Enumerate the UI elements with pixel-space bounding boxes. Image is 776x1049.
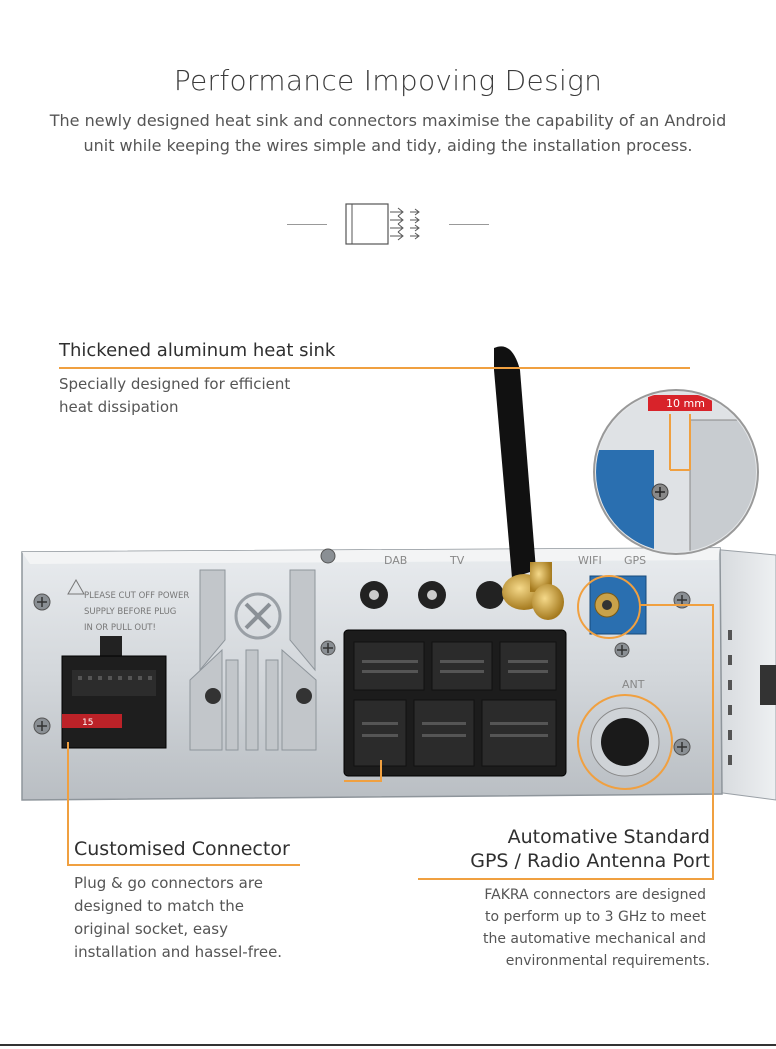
warning-line-3: IN OR PULL OUT!	[84, 623, 156, 633]
antenna-text-4: environmental requirements.	[505, 953, 710, 969]
connector-text-4: installation and hassel-free.	[74, 943, 283, 961]
connector-text-3: original socket, easy	[74, 920, 228, 938]
connector-text-2: designed to match the	[74, 897, 244, 915]
antenna-text-2: to perform up to 3 GHz to meet	[485, 909, 706, 925]
antenna-leader-top	[640, 604, 714, 606]
product-photo: PLEASE CUT OFF POWER SUPPLY BEFORE PLUG …	[0, 330, 776, 850]
fuse-label: 15	[82, 718, 93, 728]
antenna-text-3: the automative mechanical and	[483, 931, 706, 947]
port-label-dab: DAB	[384, 554, 407, 567]
page-title: Performance Impoving Design	[173, 64, 603, 97]
warning-line-1: PLEASE CUT OFF POWER	[84, 591, 189, 601]
connector-leader-top	[344, 780, 382, 782]
footer-rule	[0, 1044, 776, 1046]
divider-right	[449, 224, 489, 225]
connector-leader-stub	[380, 760, 382, 782]
port-label-tv: TV	[449, 554, 465, 567]
antenna-rule	[418, 878, 714, 880]
warning-line-2: SUPPLY BEFORE PLUG	[84, 607, 176, 617]
heat-sink-icon	[344, 203, 432, 245]
divider-left	[287, 224, 327, 225]
heat-sink-rule	[59, 367, 690, 369]
port-label-wifi: WIFI	[578, 554, 602, 567]
connector-rule	[67, 864, 300, 866]
intro-text: The newly designed heat sink and connect…	[49, 111, 727, 155]
antenna-title-2: GPS / Radio Antenna Port	[470, 850, 710, 872]
antenna-text-1: FAKRA connectors are designed	[484, 887, 706, 903]
inset-measure-label: 10 mm	[666, 397, 705, 410]
connector-text-1: Plug & go connectors are	[74, 874, 263, 892]
antenna-leader-v	[712, 604, 714, 880]
heat-sink-text-2: heat dissipation	[59, 398, 179, 416]
heat-sink-text-1: Specially designed for efficient	[59, 375, 291, 393]
connector-leader-v	[67, 742, 69, 866]
port-label-gps: GPS	[624, 554, 646, 567]
port-label-ant: ANT	[622, 678, 645, 691]
connector-title: Customised Connector	[74, 838, 290, 860]
antenna-title-1: Automative Standard	[507, 826, 710, 848]
heat-sink-title: Thickened aluminum heat sink	[59, 340, 336, 361]
